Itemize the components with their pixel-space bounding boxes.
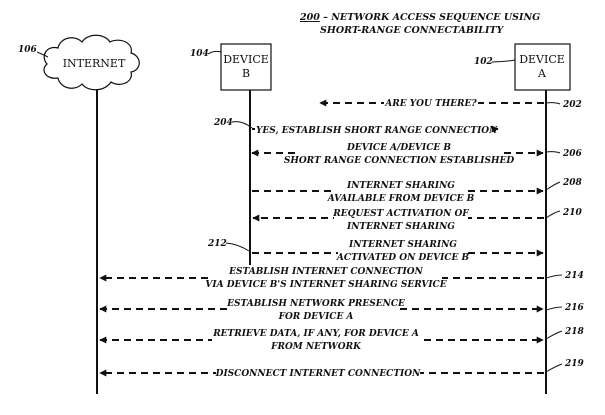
message-208-ref: 208 (562, 178, 583, 188)
participant-internet: INTERNET 106 (18, 34, 140, 91)
message-212-text-line-2: ACTIVATED ON DEVICE B (336, 253, 470, 263)
message-214-text-line-2: VIA DEVICE B'S INTERNET SHARING SERVICE (205, 280, 446, 290)
internet-label: INTERNET (63, 57, 126, 70)
message-210-leader (545, 210, 561, 219)
message-219: DISCONNECT INTERNET CONNECTION 219 (99, 359, 585, 379)
message-216-text-line-2: FOR DEVICE A (278, 312, 354, 322)
message-206-text-line-1: DEVICE A/DEVICE B (346, 143, 451, 153)
participant-device-a: DEVICE A 102 (474, 43, 571, 91)
title-line-1: – NETWORK ACCESS SEQUENCE USING (320, 12, 540, 23)
message-218-leader (545, 330, 563, 340)
message-216-ref: 216 (564, 303, 585, 313)
device-a-label-line-2: A (537, 67, 547, 80)
participant-device-b: DEVICE B 104 (190, 43, 272, 91)
device-b-ref-leader (207, 50, 222, 55)
message-204-text: YES, ESTABLISH SHORT RANGE CONNECTION (256, 126, 498, 136)
message-212-leader (225, 242, 250, 252)
message-206-ref: 206 (562, 149, 583, 159)
message-204-leader (231, 121, 253, 129)
device-b-box (220, 43, 272, 91)
device-a-ref: 102 (474, 57, 493, 67)
message-218-text-line-1: RETRIEVE DATA, IF ANY, FOR DEVICE A (212, 329, 419, 339)
message-219-leader (545, 363, 563, 373)
message-210: REQUEST ACTIVATION OF INTERNET SHARING 2… (252, 207, 583, 233)
message-214: ESTABLISH INTERNET CONNECTION VIA DEVICE… (99, 265, 584, 291)
message-218-text-line-2: FROM NETWORK (270, 342, 362, 352)
title-line-2: SHORT-RANGE CONNECTABILITY (320, 25, 504, 36)
message-219-text: DISCONNECT INTERNET CONNECTION (215, 369, 421, 379)
message-219-ref: 219 (564, 359, 585, 369)
message-218: RETRIEVE DATA, IF ANY, FOR DEVICE A FROM… (99, 327, 585, 353)
message-210-text-line-1: REQUEST ACTIVATION OF (332, 209, 469, 219)
message-204: YES, ESTABLISH SHORT RANGE CONNECTION 20… (213, 118, 499, 136)
message-202-ref: 202 (562, 100, 582, 110)
message-208-text-line-1: INTERNET SHARING (346, 181, 455, 191)
message-216-text-line-1: ESTABLISH NETWORK PRESENCE (226, 299, 405, 309)
device-b-label-line-2: B (242, 67, 250, 80)
message-208-text-line-2: AVAILABLE FROM DEVICE B (327, 194, 475, 204)
message-216-leader (545, 306, 563, 311)
device-b-label-line-1: DEVICE (223, 53, 269, 66)
message-206: DEVICE A/DEVICE B SHORT RANGE CONNECTION… (251, 140, 583, 166)
message-202: ARE YOU THERE? 202 (319, 96, 582, 110)
message-210-text-line-2: INTERNET SHARING (346, 222, 455, 232)
cloud-icon (43, 34, 140, 91)
message-202-leader (545, 102, 561, 105)
internet-ref: 106 (18, 45, 38, 55)
message-210-ref: 210 (562, 208, 583, 218)
message-218-ref: 218 (564, 327, 585, 337)
message-212-text-line-1: INTERNET SHARING (348, 240, 457, 250)
message-204-ref: 204 (213, 118, 233, 128)
message-206-leader (545, 151, 561, 154)
message-206-text-line-2: SHORT RANGE CONNECTION ESTABLISHED (284, 156, 515, 166)
message-216: ESTABLISH NETWORK PRESENCE FOR DEVICE A … (99, 296, 585, 322)
message-212: INTERNET SHARING ACTIVATED ON DEVICE B 2… (207, 238, 544, 264)
message-214-leader (545, 274, 563, 279)
message-212-ref: 212 (207, 239, 227, 249)
message-214-text-line-1: ESTABLISH INTERNET CONNECTION (228, 267, 423, 277)
device-a-box (514, 43, 571, 91)
device-b-ref: 104 (190, 49, 209, 59)
message-214-ref: 214 (564, 271, 584, 281)
message-202-text: ARE YOU THERE? (384, 99, 477, 109)
diagram-title: 200 – NETWORK ACCESS SEQUENCE USING SHOR… (299, 12, 540, 36)
svg-text:200 – NETWORK ACCESS SEQUENCE: 200 – NETWORK ACCESS SEQUENCE USING (299, 12, 540, 23)
device-a-label-line-1: DEVICE (519, 53, 565, 66)
message-208: INTERNET SHARING AVAILABLE FROM DEVICE B… (252, 178, 583, 204)
title-ref-number: 200 (299, 12, 320, 23)
message-208-leader (545, 181, 561, 191)
internet-ref-leader (36, 51, 49, 58)
device-a-ref-leader (491, 59, 516, 63)
